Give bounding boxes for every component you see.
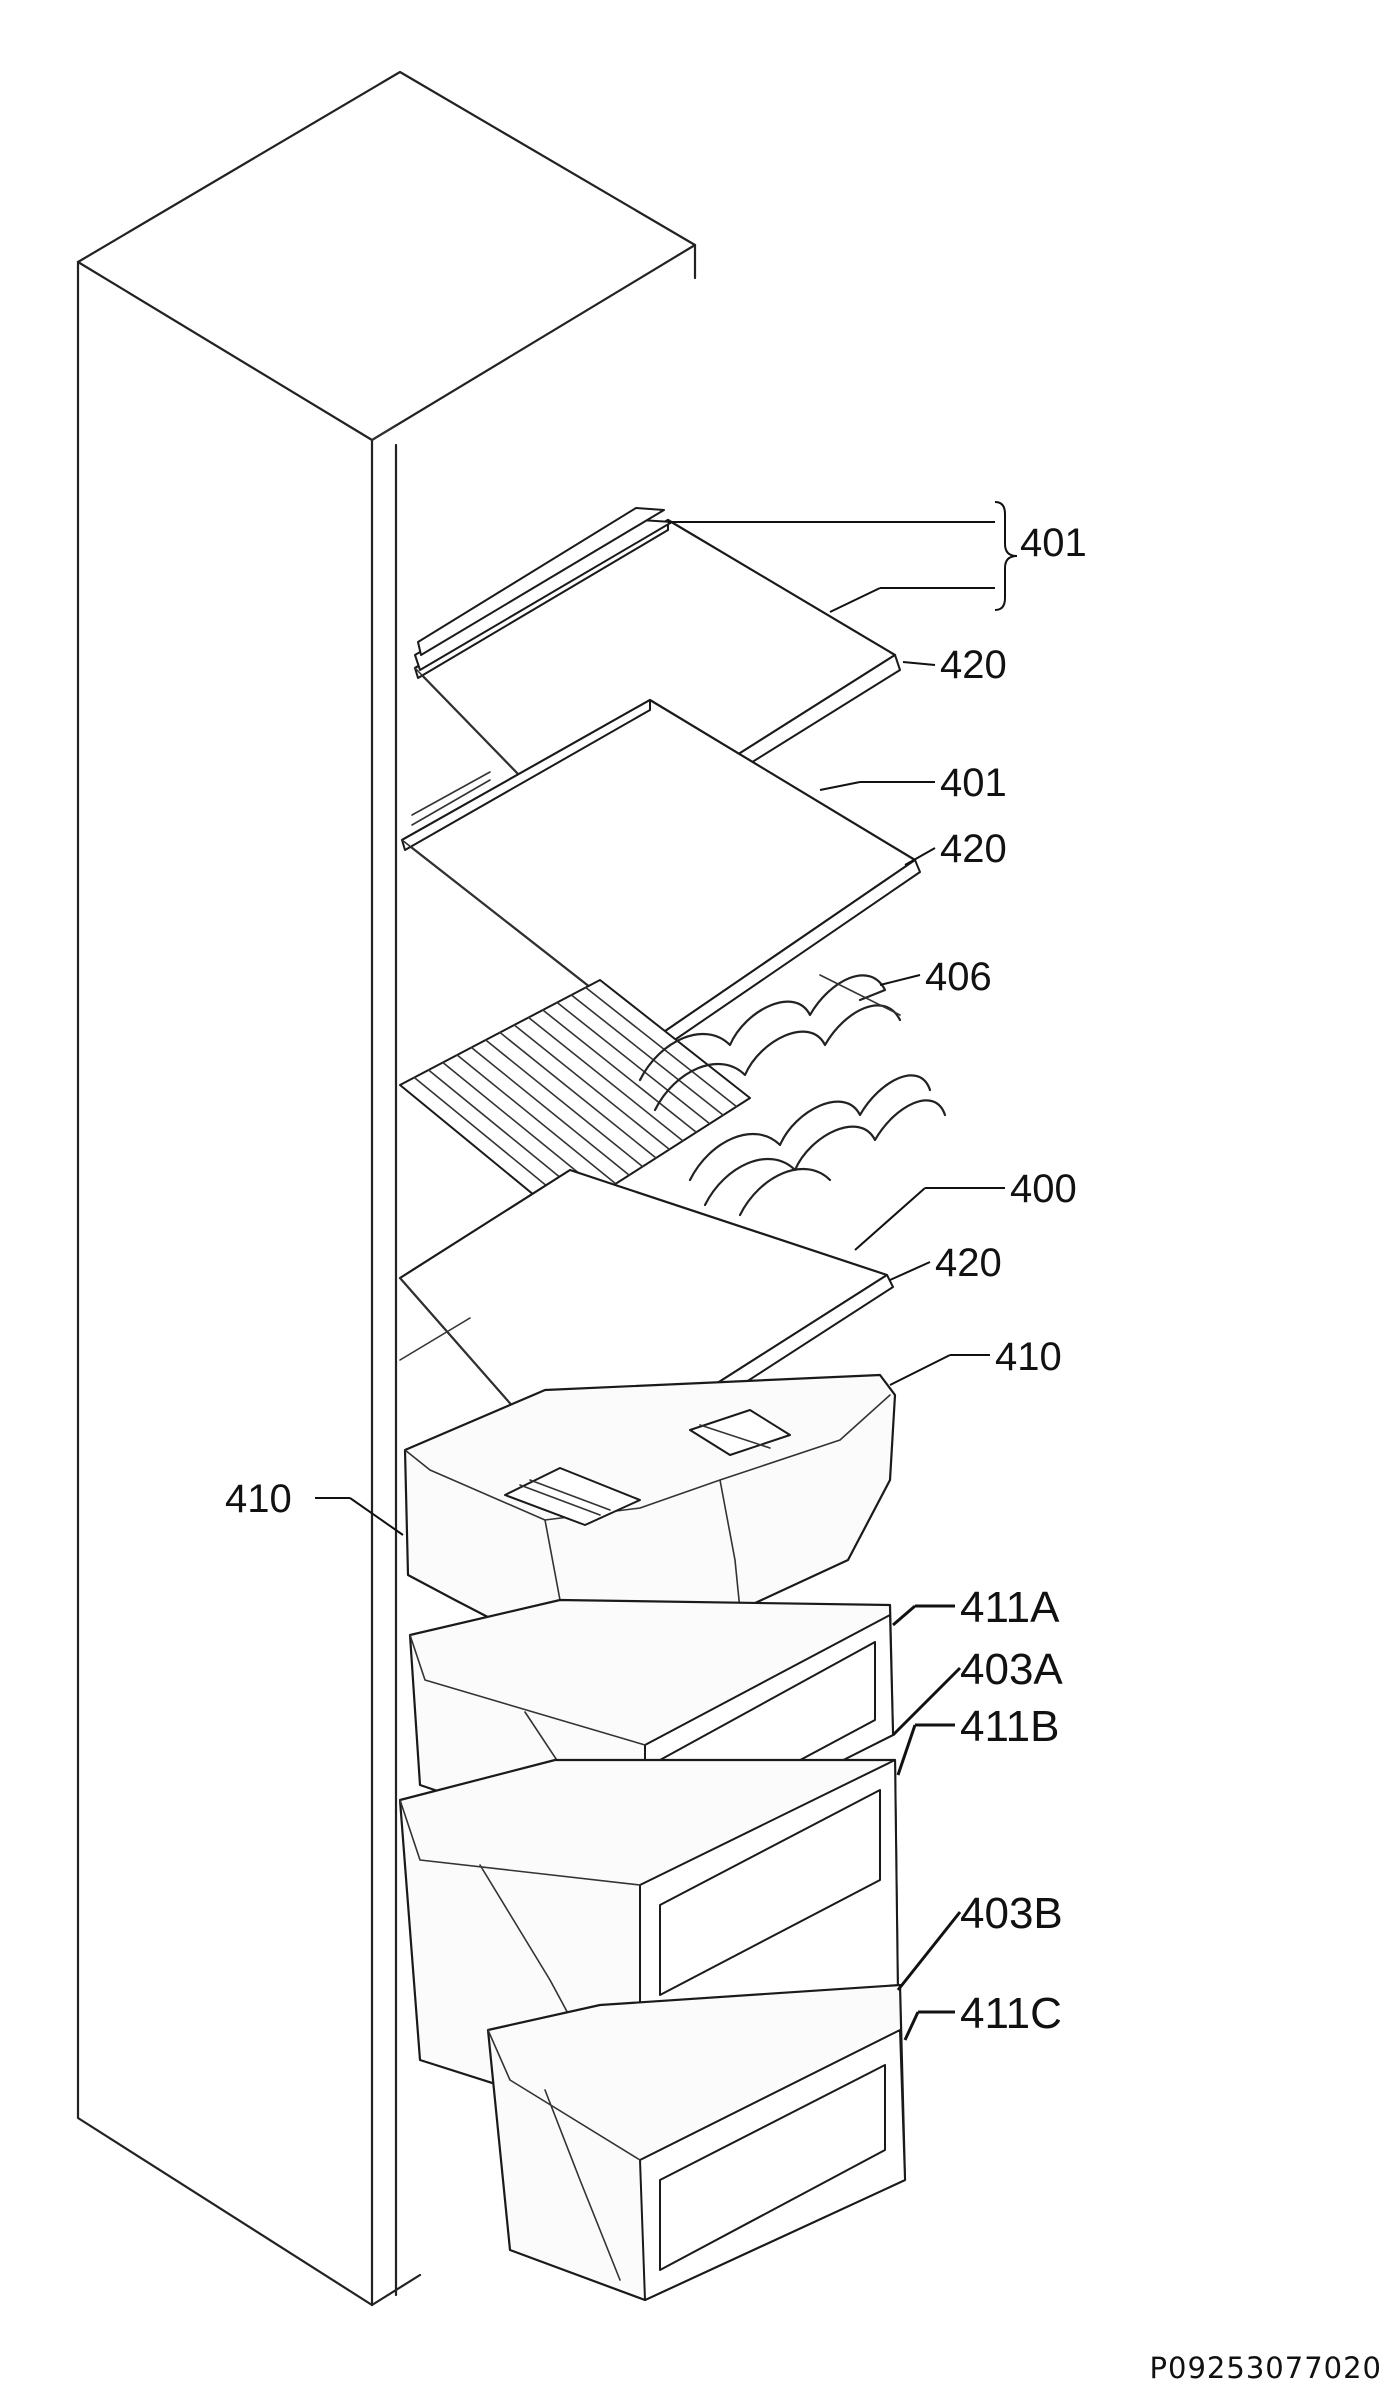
wire-rod <box>542 1009 698 1134</box>
wire-rod <box>584 986 738 1108</box>
crisper-bin <box>403 1373 897 1670</box>
callout-401-b: 401 <box>940 761 1007 805</box>
wire-rod <box>570 994 724 1116</box>
callout-420-b: 420 <box>940 827 1007 871</box>
wire-rod <box>527 1016 684 1142</box>
callout-410-left: 410 <box>225 1477 292 1521</box>
callout-406: 406 <box>925 955 992 999</box>
wire-rod <box>456 1054 617 1185</box>
callout-403A: 403A <box>960 1645 1063 1694</box>
wire-shelf <box>399 979 751 1219</box>
callout-410-right: 410 <box>995 1335 1062 1379</box>
callout-420-c: 420 <box>935 1241 1002 1285</box>
wire-rod <box>499 1031 657 1159</box>
callout-labels: 401 420 401 420 406 400 420 410 410 411A… <box>225 521 1087 2038</box>
drawer-411C <box>486 1983 907 2302</box>
drawing-code: P09253077020 <box>1150 2351 1382 2385</box>
callout-420-a: 420 <box>940 643 1007 687</box>
fridge-cabinet <box>76 70 697 2307</box>
bottle-rack <box>638 974 947 1217</box>
wire-rod <box>484 1039 644 1168</box>
callout-401-top: 401 <box>1020 521 1087 565</box>
wire-rod <box>470 1046 630 1176</box>
wire-rod <box>442 1061 604 1194</box>
callout-411B: 411B <box>960 1702 1060 1751</box>
callout-411C: 411C <box>960 1989 1062 2038</box>
glass-shelf-second <box>400 698 921 1051</box>
leader-lines <box>315 501 1018 2041</box>
callout-400: 400 <box>1010 1167 1077 1211</box>
callout-403B: 403B <box>960 1889 1063 1938</box>
wire-rod <box>556 1001 711 1125</box>
wire-rod <box>513 1024 671 1151</box>
callout-411A: 411A <box>960 1583 1060 1632</box>
